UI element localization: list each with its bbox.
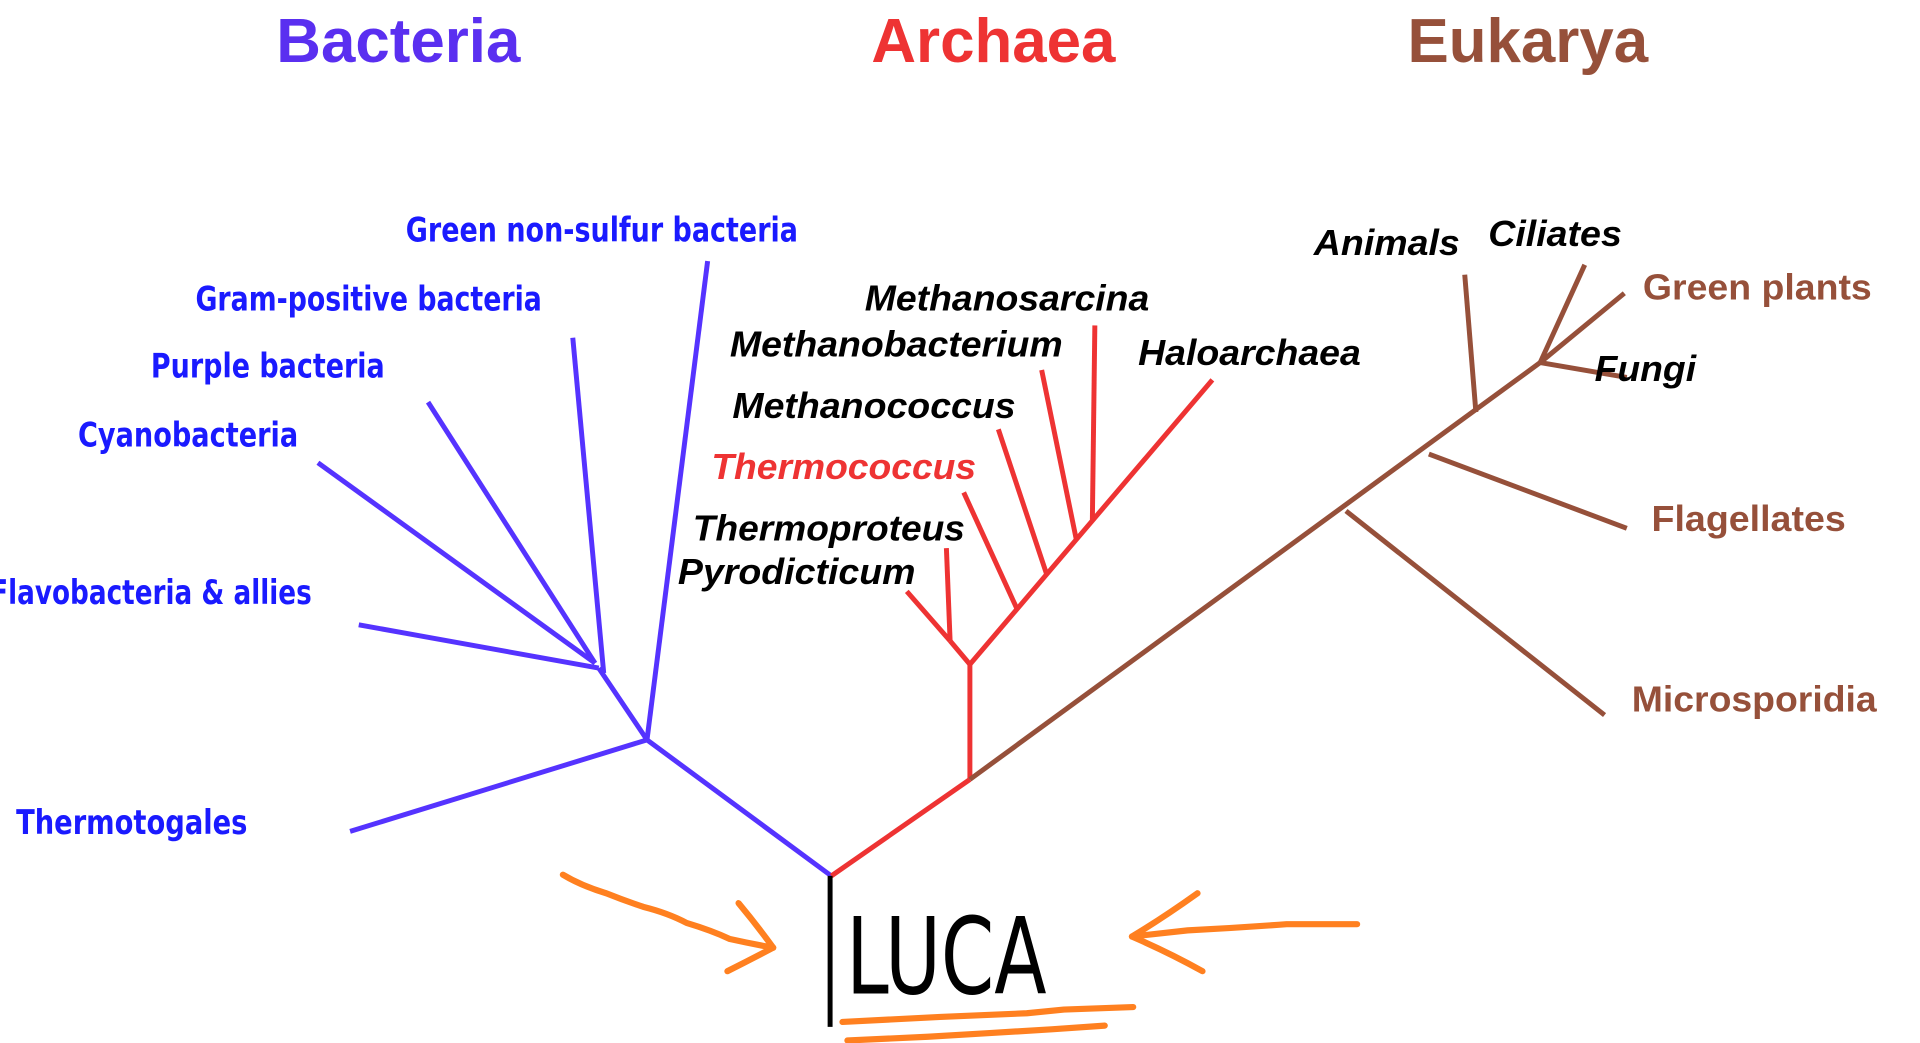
branch-gram-positive — [570, 337, 607, 674]
branch-cyanobacteria — [316, 460, 597, 666]
archaea-branches — [829, 325, 1215, 878]
branch-eukarya-stem — [968, 360, 1542, 782]
branch-bacteria-inner — [596, 666, 650, 742]
title-archaea: Archaea — [871, 7, 1116, 76]
branch-methanococcus — [996, 428, 1049, 575]
label-cyanobacteria: Cyanobacteria — [78, 416, 298, 455]
bacteria-branches — [316, 260, 833, 878]
label-ciliates: Ciliates — [1488, 214, 1622, 254]
luca-underline-2 — [844, 1022, 1108, 1043]
label-flavobacteria: Flavobacteria & allies — [0, 573, 312, 612]
branch-thermoproteus — [943, 547, 953, 641]
label-animals: Animals — [1313, 223, 1460, 263]
label-purple: Purple bacteria — [151, 346, 385, 385]
label-flagellates: Flagellates — [1652, 499, 1846, 539]
left-arrowhead-icon — [724, 900, 777, 975]
label-thermoproteus: Thermoproteus — [693, 509, 965, 549]
label-green-plants: Green plants — [1643, 267, 1872, 307]
hand-drawn-annotations — [559, 871, 1361, 1043]
label-thermotogales: Thermotogales — [16, 803, 247, 842]
luca-label: LUCA — [846, 895, 1046, 1019]
branch-green-plants — [1538, 291, 1626, 365]
branch-methanosarcina — [1089, 325, 1098, 520]
branch-flavobacteria — [358, 622, 600, 671]
branch-fungi — [1539, 360, 1628, 380]
right-arrowhead-icon — [1128, 890, 1206, 975]
branch-crenarchaea — [948, 639, 972, 666]
branch-purple — [425, 400, 598, 665]
luca-underline-1 — [839, 1003, 1137, 1026]
title-eukarya: Eukarya — [1407, 7, 1648, 76]
branch-microsporidia — [1344, 509, 1607, 718]
branch-thermococcus — [961, 491, 1020, 610]
branch-archaea-eukarya-stem — [829, 777, 972, 878]
branch-animals — [1462, 274, 1479, 413]
branch-green-non-sulfur — [644, 260, 711, 741]
eukarya-branches — [968, 263, 1628, 782]
branch-methanobacterium — [1039, 369, 1079, 540]
label-fungi: Fungi — [1595, 349, 1698, 389]
label-methanococcus: Methanococcus — [732, 386, 1015, 426]
label-haloarchaea: Haloarchaea — [1138, 333, 1361, 373]
branch-flagellates — [1427, 451, 1628, 531]
left-arrow-icon — [559, 871, 777, 951]
branch-pyrodicticum — [904, 589, 952, 643]
branch-bacteria-stem — [645, 737, 833, 878]
label-thermococcus: Thermococcus — [711, 447, 976, 487]
label-microsporidia: Microsporidia — [1632, 679, 1878, 719]
label-pyrodicticum: Pyrodicticum — [678, 552, 916, 592]
title-bacteria: Bacteria — [276, 7, 521, 76]
branch-ciliates — [1537, 263, 1587, 364]
right-arrow-icon — [1128, 921, 1361, 940]
branch-haloarchaea — [968, 378, 1215, 666]
label-green-non-sulfur: Green non-sulfur bacteria — [406, 210, 798, 249]
label-gram-positive: Gram-positive bacteria — [195, 280, 541, 319]
label-methanosarcina: Methanosarcina — [865, 279, 1150, 319]
branch-thermotogales — [349, 737, 648, 834]
label-methanobacterium: Methanobacterium — [730, 324, 1063, 364]
